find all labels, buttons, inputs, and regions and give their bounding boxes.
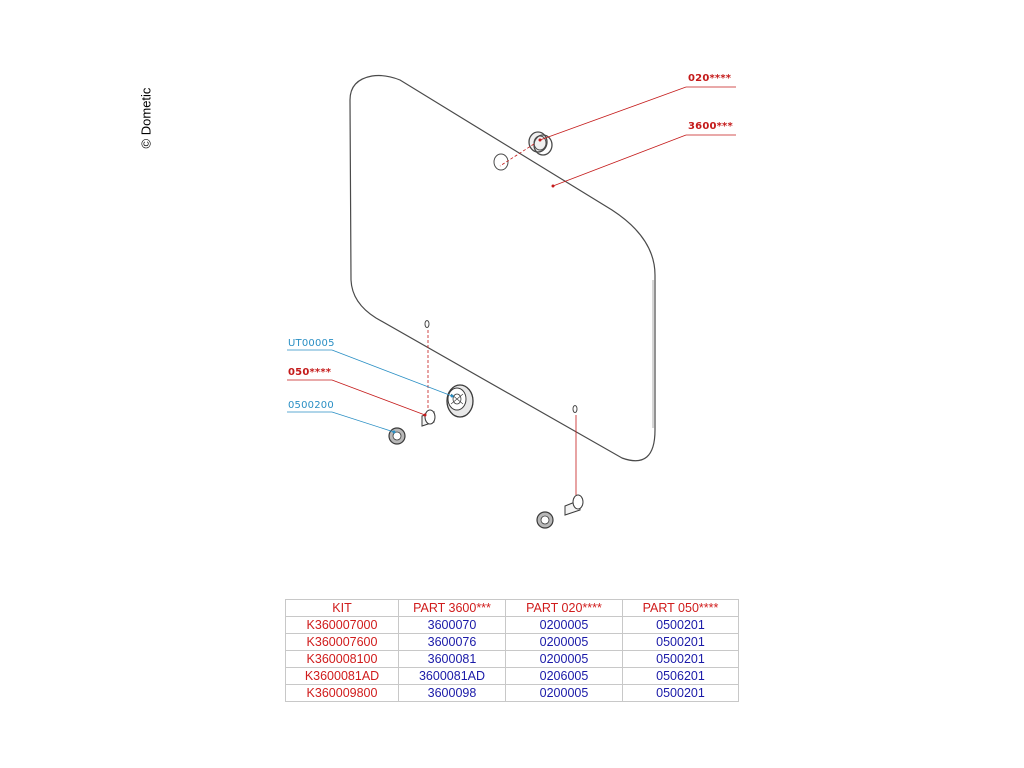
panel-outline xyxy=(349,74,656,462)
leader-3600 xyxy=(551,134,736,188)
bolt-050-left xyxy=(421,409,436,427)
table-row: K360007600 3600076 0200005 0500201 xyxy=(285,633,739,651)
cell-part-3600: 3600081 xyxy=(398,650,506,668)
cell-part-050: 0500201 xyxy=(622,650,739,668)
callout-ut00005: UT00005 xyxy=(288,338,335,349)
cell-part-050: 0506201 xyxy=(622,667,739,685)
table-row: K360009800 3600098 0200005 0500201 xyxy=(285,684,739,702)
cell-part-3600: 3600081AD xyxy=(398,667,506,685)
cell-part-050: 0500201 xyxy=(622,616,739,634)
cell-part-050: 0500201 xyxy=(622,633,739,651)
knob-ut00005 xyxy=(446,384,474,418)
ring-part-020 xyxy=(528,131,553,156)
bolt-050-right xyxy=(564,494,584,516)
nut-0500200-left xyxy=(388,427,406,445)
panel-hole xyxy=(493,153,509,171)
header-kit: KIT xyxy=(285,599,399,617)
cell-part-020: 0200005 xyxy=(505,684,623,702)
leader-020 xyxy=(538,86,736,142)
header-part-020: PART 020**** xyxy=(505,599,623,617)
leader-ut00005 xyxy=(287,349,454,398)
table-row: K3600081AD 3600081AD 0206005 0506201 xyxy=(285,667,739,685)
cell-kit: K360007000 xyxy=(285,616,399,634)
cell-part-020: 0200005 xyxy=(505,650,623,668)
cell-kit: K360008100 xyxy=(285,650,399,668)
cell-part-020: 0200005 xyxy=(505,633,623,651)
table-row: K360007000 3600070 0200005 0500201 xyxy=(285,616,739,634)
cell-part-020: 0200005 xyxy=(505,616,623,634)
callout-050: 050**** xyxy=(288,367,332,378)
cell-part-020: 0206005 xyxy=(505,667,623,685)
table-header-row: KIT PART 3600*** PART 020**** PART 050**… xyxy=(285,599,739,617)
callout-020: 020**** xyxy=(688,73,732,84)
copyright-label: © Dometic xyxy=(138,87,154,149)
lock-hole-left xyxy=(424,320,430,328)
cell-kit: K360009800 xyxy=(285,684,399,702)
callout-3600: 3600*** xyxy=(688,121,733,132)
parts-table: KIT PART 3600*** PART 020**** PART 050**… xyxy=(285,599,739,702)
cell-part-050: 0500201 xyxy=(622,684,739,702)
leader-050 xyxy=(287,379,427,417)
lock-hole-right xyxy=(572,405,578,413)
cell-kit: K360007600 xyxy=(285,633,399,651)
leader-020-dashed xyxy=(499,143,535,167)
leader-0500200 xyxy=(287,411,396,434)
cell-part-3600: 3600070 xyxy=(398,616,506,634)
nut-0500200-right xyxy=(536,511,554,529)
table-row: K360008100 3600081 0200005 0500201 xyxy=(285,650,739,668)
cell-kit: K3600081AD xyxy=(285,667,399,685)
cell-part-3600: 3600098 xyxy=(398,684,506,702)
header-part-3600: PART 3600*** xyxy=(398,599,506,617)
callout-0500200: 0500200 xyxy=(288,400,334,411)
header-part-050: PART 050**** xyxy=(622,599,739,617)
cell-part-3600: 3600076 xyxy=(398,633,506,651)
